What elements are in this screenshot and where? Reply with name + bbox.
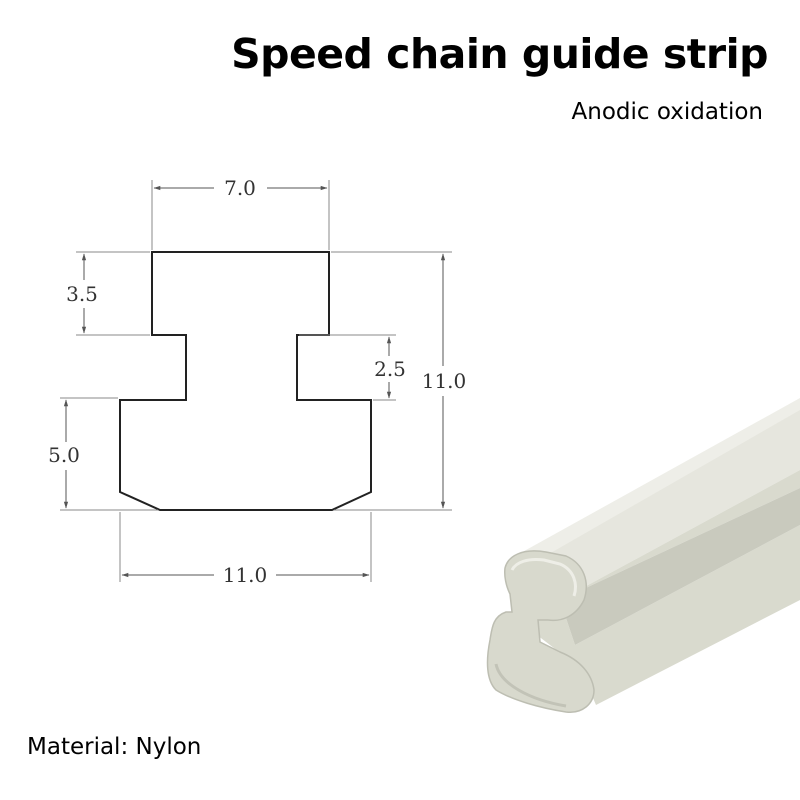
- page-title: Speed chain guide strip: [231, 30, 768, 78]
- dim-slot-height: 2.5: [374, 357, 406, 381]
- extension-lines: [60, 180, 452, 582]
- dimension-lines: [63, 185, 446, 578]
- material-label: Material: Nylon: [27, 734, 202, 760]
- profile-outline: [119, 251, 372, 511]
- dim-top-width: 7.0: [224, 176, 256, 200]
- dim-bottom-height: 5.0: [48, 443, 80, 467]
- guide-strip-render: [486, 398, 800, 713]
- dim-total-height: 11.0: [422, 369, 467, 393]
- dim-top-height: 3.5: [66, 282, 98, 306]
- dim-bottom-width: 11.0: [223, 563, 268, 587]
- page-subtitle: Anodic oxidation: [571, 99, 763, 125]
